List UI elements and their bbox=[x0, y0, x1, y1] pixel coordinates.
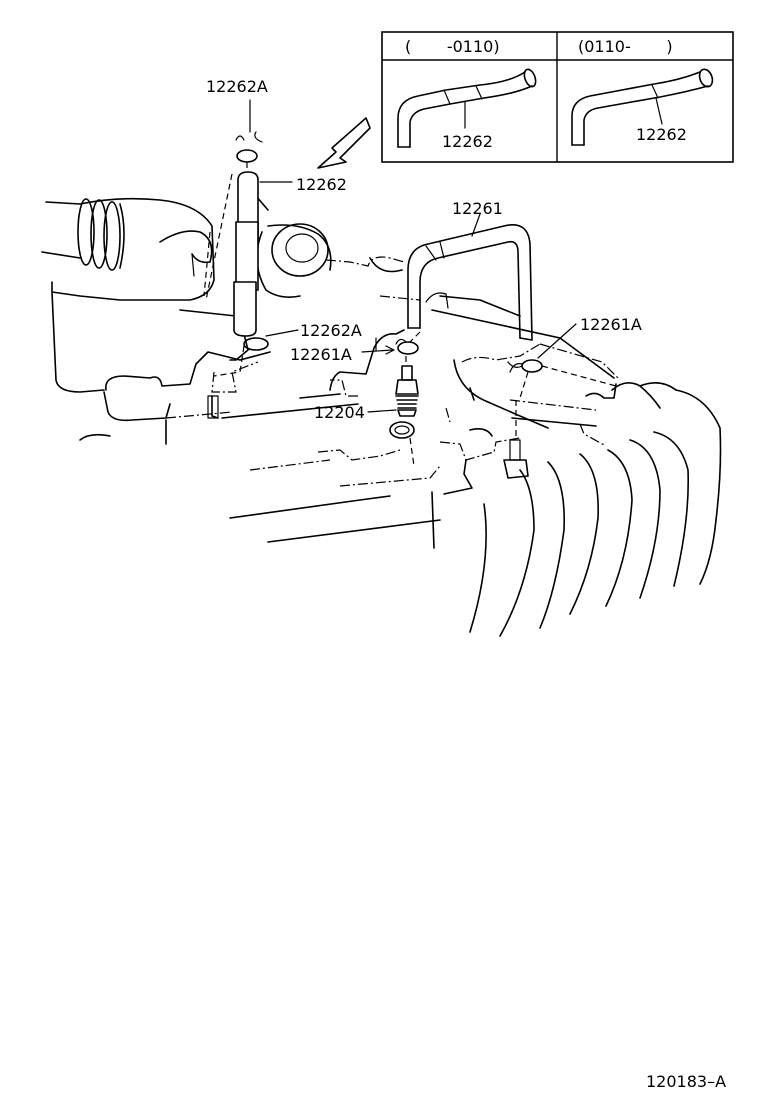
label-12262A-mid: 12262A bbox=[300, 321, 362, 340]
clip-12261A-mid-illustration bbox=[375, 337, 419, 355]
label-12204-pcv-valve: 12204 bbox=[314, 403, 365, 422]
variant-left-part-number: 12262 bbox=[442, 132, 493, 151]
hose-12262-illustration bbox=[205, 131, 263, 337]
clip-12261A-right-illustration bbox=[507, 359, 617, 399]
engine-outline bbox=[41, 195, 722, 637]
pcv-valve-12204-illustration bbox=[389, 356, 419, 467]
illustration-id: 120183–A bbox=[646, 1072, 726, 1091]
label-12262A-top: 12262A bbox=[206, 77, 268, 96]
view-arrow-icon bbox=[317, 117, 371, 169]
variant-left-header: ( -0110) bbox=[405, 37, 500, 56]
label-12261A-right: 12261A bbox=[580, 315, 642, 334]
pipe-12261-illustration bbox=[407, 224, 533, 343]
label-12262-hose: 12262 bbox=[296, 175, 347, 194]
leader-lines bbox=[249, 99, 577, 413]
variant-right-header: (0110- ) bbox=[578, 37, 673, 56]
variant-right-part-number: 12262 bbox=[636, 125, 687, 144]
label-12261-pipe: 12261 bbox=[452, 199, 503, 218]
variant-inset-table: ( -0110) (0110- ) 12262 12262 bbox=[381, 31, 734, 163]
clip-12262A-mid-illustration bbox=[213, 337, 269, 377]
hose-variant-left-illustration: 12262 bbox=[397, 68, 537, 151]
label-12261A-mid: 12261A bbox=[290, 345, 352, 364]
hose-variant-right-illustration: 12262 bbox=[571, 68, 714, 146]
